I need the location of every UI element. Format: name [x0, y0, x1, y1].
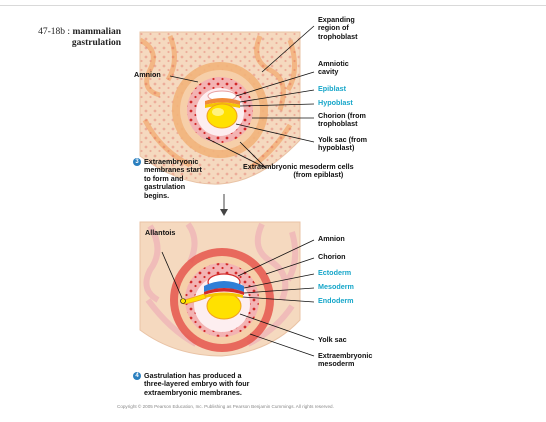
label-allantois: Allantois [145, 229, 175, 237]
label-extraembryonic-mesoderm-cells: Extraembryonic mesoderm cells(from epibl… [243, 163, 354, 180]
allantois-tip [181, 299, 186, 304]
label-amnion-top: Amnion [134, 71, 161, 79]
label-amnion-bottom: Amnion [318, 235, 345, 243]
label-mesoderm: Mesoderm [318, 283, 354, 291]
copyright-notice: Copyright © 2005 Pearson Education, Inc.… [117, 404, 334, 409]
label-ectoderm: Ectoderm [318, 269, 351, 277]
progression-arrow [220, 194, 228, 216]
yolk-sac-highlight [212, 108, 224, 116]
step-4-badge: 4 [133, 372, 141, 380]
bottom-embryo-diagram [140, 222, 314, 358]
yolk-sac-shape [207, 104, 237, 128]
bottom-yolk-sac-shape [207, 293, 241, 319]
label-epiblast: Epiblast [318, 85, 346, 93]
label-hypoblast: Hypoblast [318, 99, 353, 107]
step-3-badge: 3 [133, 158, 141, 166]
label-endoderm: Endoderm [318, 297, 354, 305]
label-yolk-sac-bottom: Yolk sac [318, 336, 347, 344]
label-chorion-bottom: Chorion [318, 253, 346, 261]
